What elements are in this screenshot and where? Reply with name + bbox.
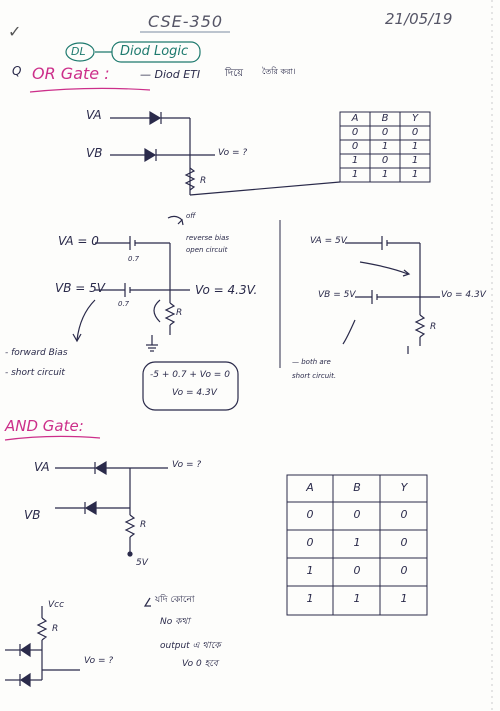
and-table-cell: 0 — [353, 508, 361, 521]
or-table-header-y: Y — [411, 113, 419, 124]
or-va-label: VA — [86, 108, 102, 122]
page-date: 21/05/19 — [385, 10, 453, 28]
or-table-cell: 1 — [351, 169, 359, 180]
and-gate-title: AND Gate: — [5, 417, 84, 435]
and-vb-label: VB — [24, 508, 41, 522]
and2-vcc-label: Vcc — [48, 600, 65, 610]
or-table-cell: 0 — [381, 127, 389, 138]
and2-vo-label: Vo = ? — [84, 656, 114, 666]
and-table-cell: 0 — [400, 536, 408, 549]
or-title-underline — [29, 87, 151, 93]
or-table-header-a: A — [351, 113, 359, 124]
or-subtitle-bn2: তৈরি করা। — [262, 67, 296, 76]
or-table-cell: 0 — [351, 141, 359, 152]
or-table-header-b: B — [381, 113, 389, 124]
and-table-cell: 1 — [400, 592, 408, 605]
case1-vb-label: VB = 5V — [55, 281, 105, 295]
and-va-label: VA — [34, 460, 50, 474]
and-circuit — [55, 460, 168, 557]
check-mark: ✓ — [8, 22, 22, 41]
case1-diode1-drop: 0.7 — [128, 255, 140, 263]
case1-open-note: open circuit — [186, 246, 228, 254]
or-table-cell: 0 — [351, 127, 359, 138]
or-table-cell: 1 — [381, 169, 389, 180]
case2-vb-label: VB = 5V — [318, 290, 356, 300]
calc-box — [142, 361, 239, 411]
or-vb-label: VB — [86, 146, 103, 160]
and-table-cell: 1 — [306, 564, 314, 577]
case1-vo-label: Vo = 4.3V. — [195, 283, 258, 297]
dl-bubble — [65, 42, 95, 62]
and-note-line3: output এ থাকে — [160, 641, 221, 651]
and-r-label: R — [140, 520, 147, 530]
and-table-cell: 0 — [306, 508, 314, 521]
topic-title: Diod Logic — [120, 44, 189, 59]
and-table-cell: 1 — [353, 592, 361, 605]
case1-short-circuit: - short circuit — [5, 368, 65, 378]
case2-r-label: R — [430, 322, 437, 332]
and2-r-label: R — [52, 624, 59, 634]
dl-abbreviation: DL — [71, 45, 86, 58]
and-table-cell: 0 — [353, 564, 361, 577]
and-table-grid — [286, 474, 428, 616]
and-table-cell: 0 — [400, 564, 408, 577]
and-note-line4: Vo 0 হবে — [182, 659, 218, 669]
or-case2-circuit — [342, 236, 440, 354]
and-table-header-a: A — [306, 481, 314, 494]
and-note-line2: No কথা — [160, 617, 190, 627]
or-vo-label: Vo = ? — [218, 148, 248, 158]
and-table-cell: 0 — [306, 536, 314, 549]
or-table-cell: 1 — [411, 141, 419, 152]
and-table-cell: 0 — [400, 508, 408, 521]
or-case1-circuit — [72, 215, 190, 352]
case1-calc-line1: -5 + 0.7 + Vo = 0 — [150, 370, 230, 380]
case1-va-label: VA = 0 — [58, 234, 99, 248]
case1-r-label: R — [176, 308, 183, 318]
or-table-grid — [339, 111, 431, 183]
or-subtitle: — Diod ETI — [140, 68, 201, 81]
case2-note-line1: — both are — [292, 358, 331, 366]
case1-reverse-note: reverse bias — [186, 234, 230, 242]
case1-calc-line2: Vo = 4.3V — [172, 388, 217, 398]
or-table-cell: 1 — [411, 169, 419, 180]
case2-note-line2: short circuit. — [292, 372, 337, 380]
or-table-cell: 0 — [411, 127, 419, 138]
or-table-cell: 1 — [411, 155, 419, 166]
and-supply-label: 5V — [136, 558, 148, 568]
case1-forward-bias: - forward Bias — [5, 348, 68, 358]
or-table-cell: 1 — [351, 155, 359, 166]
and-table-header-y: Y — [400, 481, 408, 494]
or-gate-title: OR Gate : — [32, 64, 110, 83]
or-circuit — [110, 110, 341, 196]
question-marker: Q — [12, 64, 22, 78]
or-subtitle-bn: দিয়ে — [225, 68, 244, 79]
case2-va-label: VA = 5V — [310, 236, 347, 246]
and-vcc-circuit — [5, 597, 151, 688]
case2-vo-label: Vo = 4.3V — [441, 290, 486, 300]
and-title-underline — [4, 435, 101, 441]
and-table-cell: 1 — [306, 592, 314, 605]
and-table-cell: 1 — [353, 536, 361, 549]
course-code: CSE-350 — [148, 12, 224, 31]
case1-diode2-drop: 0.7 — [118, 300, 130, 308]
and-vo-label: Vo = ? — [172, 460, 202, 470]
and-note-line1: যদি কোনো — [155, 595, 195, 605]
case1-off-note: off — [186, 212, 196, 220]
and-table-header-b: B — [353, 481, 361, 494]
or-table-cell: 0 — [381, 155, 389, 166]
or-r-label: R — [200, 176, 207, 186]
or-table-cell: 1 — [381, 141, 389, 152]
